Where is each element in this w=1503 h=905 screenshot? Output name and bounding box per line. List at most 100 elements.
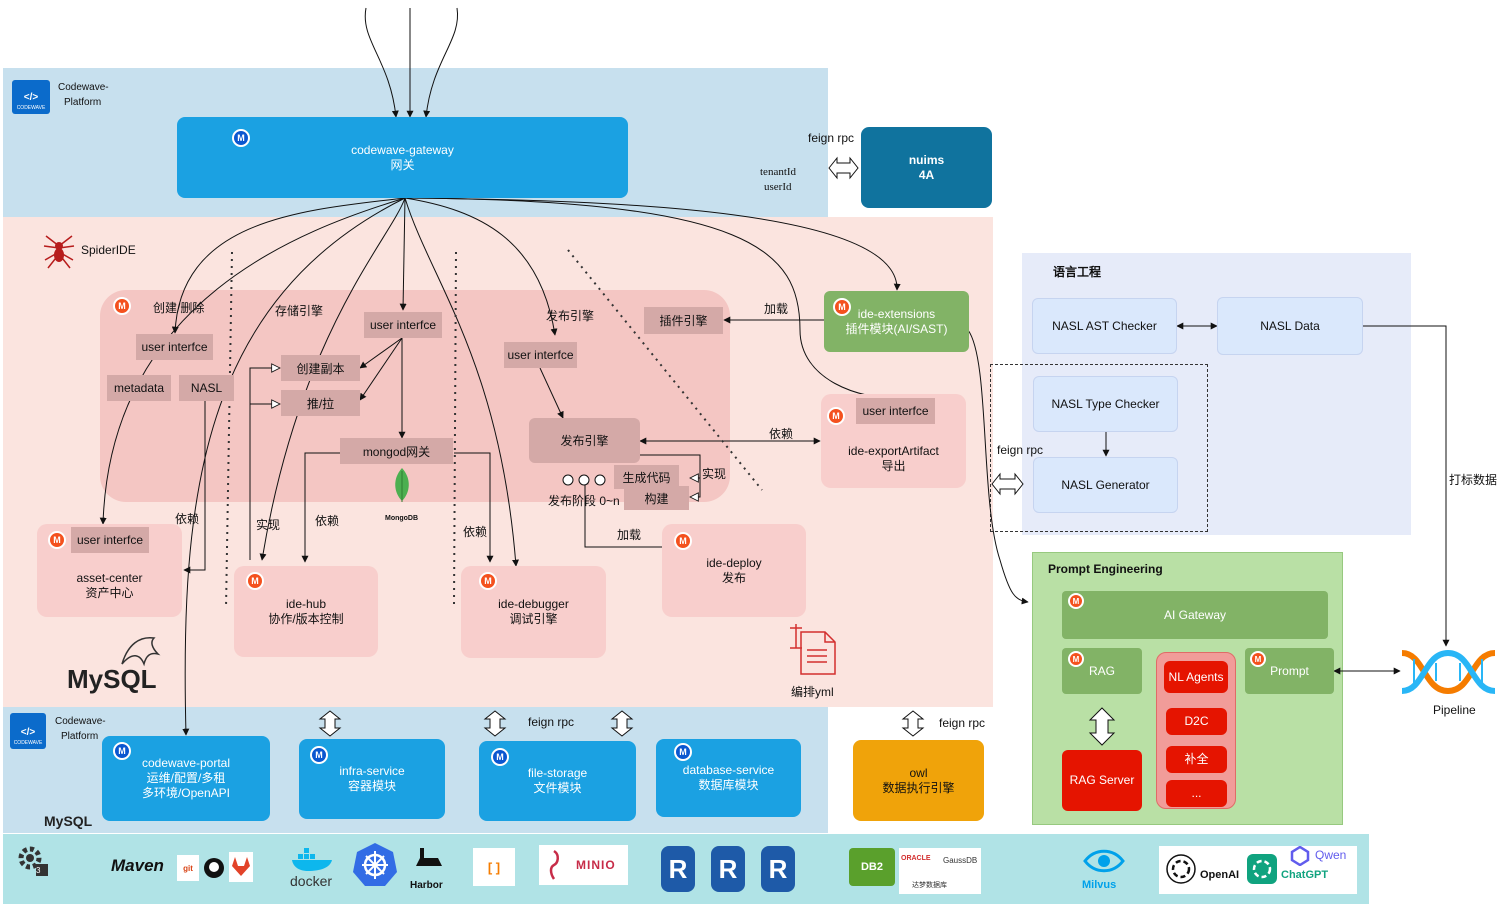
complete-label: 补全: [1184, 752, 1209, 766]
publish-stage-label: 发布阶段 0~n: [548, 494, 620, 508]
microservice-badge: M: [479, 572, 497, 590]
minio-bird-icon: [546, 849, 562, 881]
asset-center-line1: asset-center: [76, 570, 143, 585]
nasl-generator-label: NASL Generator: [1061, 477, 1150, 492]
nasl-tag[interactable]: NASL: [179, 375, 234, 401]
create-copy-tag[interactable]: 创建副本: [281, 355, 360, 381]
build-tag[interactable]: 构建: [624, 486, 689, 510]
plugin-engine-tag[interactable]: 插件引擎: [644, 307, 723, 334]
more-agents-label: ...: [1191, 786, 1202, 800]
milvus-eye-icon: [1081, 846, 1127, 876]
microservice-badge: M: [827, 407, 845, 425]
ide-extensions-node[interactable]: ide-extensions 插件模块(AI/SAST): [824, 291, 969, 352]
redis-r-icon: R: [711, 846, 745, 892]
d2c-node[interactable]: D2C: [1166, 708, 1227, 735]
mongod-gateway-tag[interactable]: mongod网关: [340, 438, 453, 464]
nasl-data-node[interactable]: NASL Data: [1217, 297, 1363, 355]
mongodb-label: MongoDB: [385, 515, 419, 522]
microservice-badge: M: [1068, 593, 1084, 609]
gaussdb-logo: GaussDB: [943, 856, 978, 865]
depend-label: 依赖: [315, 514, 340, 528]
codewave-logo-text: CODEWAVE: [13, 740, 43, 746]
ide-debugger-line1: ide-debugger: [498, 597, 569, 611]
microservice-badge: M: [310, 746, 328, 764]
user-interface-tag[interactable]: user interfce: [856, 398, 935, 424]
feign-rpc-label-top: feign rpc: [808, 131, 855, 145]
more-agents-node[interactable]: ...: [1166, 780, 1227, 807]
gateway-line1: codewave-gateway: [351, 142, 454, 157]
feign-rpc-label-lang: feign rpc: [997, 443, 1044, 457]
db-vendors-panel: [899, 848, 981, 894]
ai-gateway-label: AI Gateway: [1163, 607, 1227, 622]
nasl-generator-node[interactable]: NASL Generator: [1033, 457, 1178, 513]
microservice-badge: M: [1250, 651, 1266, 667]
ide-deploy-line1: ide-deploy: [706, 555, 762, 570]
microservice-badge: M: [113, 742, 131, 760]
export-artifact-line2: 导出: [881, 459, 906, 473]
owl-node[interactable]: owl 数据执行引擎: [853, 740, 984, 821]
nl-agents-node[interactable]: NL Agents: [1164, 661, 1228, 693]
implement-label: 实现: [256, 518, 281, 532]
pipeline-label: Pipeline: [1433, 703, 1476, 717]
git-logo: git: [177, 855, 199, 881]
nasl-type-checker-node[interactable]: NASL Type Checker: [1033, 376, 1178, 432]
language-engineering-title: 语言工程: [1053, 265, 1102, 279]
nuims-line2: 4A: [918, 167, 935, 182]
cloud-storage-icon: [ ]: [473, 848, 515, 886]
microservice-badge: M: [246, 572, 264, 590]
platform-name-line2: Platform: [61, 731, 99, 742]
file-line2: 文件模块: [533, 781, 582, 795]
platform-name-line1: Codewave-: [55, 716, 106, 727]
gear-icon: [16, 844, 50, 878]
generate-code-tag[interactable]: 生成代码: [614, 465, 679, 489]
nl-agents-label: NL Agents: [1168, 669, 1224, 684]
tenant-id-label: tenantId: [760, 166, 797, 178]
gear-sub-label: 3: [36, 866, 41, 875]
docker-whale-icon: [290, 846, 338, 872]
redis-letter: R: [768, 853, 788, 884]
user-interface-tag[interactable]: user interfce: [504, 342, 577, 368]
complete-node[interactable]: 补全: [1166, 746, 1227, 773]
codewave-logo-bottom: </> CODEWAVE: [10, 713, 46, 749]
portal-line1: codewave-portal: [141, 756, 231, 770]
gateway-line2: 网关: [390, 157, 415, 172]
user-interface-tag[interactable]: user interfce: [136, 334, 213, 360]
load-label: 加载: [764, 302, 789, 316]
nasl-type-checker-label: NASL Type Checker: [1051, 396, 1160, 411]
ide-extensions-line2: 插件模块(AI/SAST): [845, 321, 948, 336]
ai-gateway-node[interactable]: AI Gateway: [1062, 591, 1328, 639]
user-interface-tag[interactable]: user interfce: [71, 527, 149, 553]
rag-label: RAG: [1088, 663, 1115, 678]
file-line1: file-storage: [527, 766, 588, 780]
portal-line3: 多环境/OpenAPI: [141, 786, 231, 800]
nuims-node[interactable]: nuims 4A: [861, 127, 992, 208]
mysql-dolphin-icon: [118, 634, 162, 668]
redis-r-icon: R: [661, 846, 695, 892]
push-pull-tag[interactable]: 推/拉: [281, 390, 360, 416]
export-artifact-line1: ide-exportArtifact: [848, 444, 939, 458]
rag-server-node[interactable]: RAG Server: [1062, 750, 1142, 811]
publish-engine-tag[interactable]: 发布引擎: [529, 418, 640, 463]
create-delete-label: 创建/删除: [153, 301, 205, 315]
prompt-label: Prompt: [1270, 663, 1309, 678]
user-interface-tag[interactable]: user interfce: [364, 312, 442, 338]
asset-center-line2: 资产中心: [85, 585, 134, 600]
qwen-icon: [1290, 845, 1310, 867]
prompt-engineering-title: Prompt Engineering: [1048, 562, 1163, 576]
qwen-logo-text: Qwen: [1315, 848, 1347, 862]
publish-engine-header-label: 发布引擎: [546, 309, 595, 323]
infra-line2: 容器模块: [347, 779, 396, 793]
tagging-data-label: 打标数据: [1449, 473, 1498, 487]
code-icon: </>: [20, 727, 36, 738]
portal-line2: 运维/配置/多租: [146, 771, 226, 785]
dameng-logo: 达梦数据库: [912, 882, 947, 889]
metadata-tag[interactable]: metadata: [107, 375, 171, 401]
database-line2: 数据库模块: [698, 778, 759, 792]
nasl-ast-checker-node[interactable]: NASL AST Checker: [1032, 298, 1177, 354]
feign-rpc-label-mid: feign rpc: [528, 715, 575, 729]
ide-debugger-line2: 调试引擎: [509, 612, 558, 626]
implement-label: 实现: [702, 467, 727, 481]
codewave-gateway-node[interactable]: codewave-gateway 网关: [177, 117, 628, 198]
openai-icon: [1165, 853, 1197, 885]
openai-logo-text: OpenAI: [1200, 869, 1240, 881]
